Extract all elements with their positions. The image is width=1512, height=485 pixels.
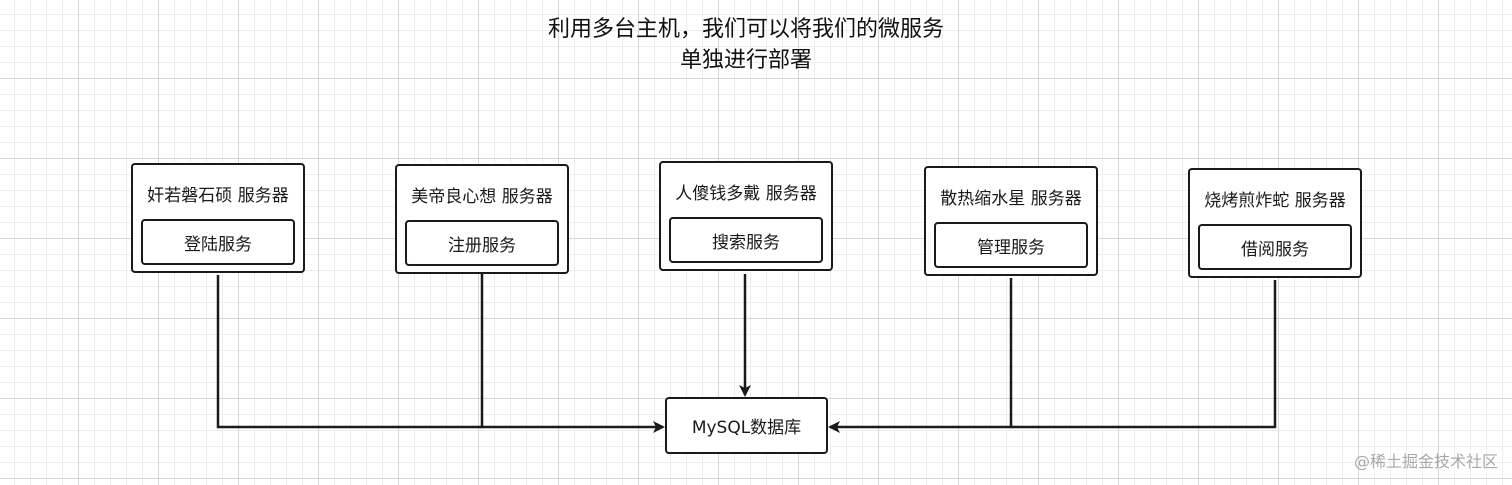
diagram-title-line-1: 利用多台主机，我们可以将我们的微服务 [547,17,944,42]
server-box-4[interactable]: 散热缩水星 服务器 管理服务 [924,166,1098,276]
diagram-title-line-2: 单独进行部署 [679,48,812,73]
watermark: @稀土掘金技术社区 [1353,452,1498,471]
service-box[interactable]: 借阅服务 [1198,224,1352,270]
server-name: 人傻钱多戴 服务器 [675,184,817,204]
database-box[interactable]: MySQL数据库 [665,397,828,454]
server-box-5[interactable]: 烧烤煎炸蛇 服务器 借阅服务 [1188,168,1362,278]
service-box[interactable]: 登陆服务 [141,219,295,265]
server-box-3[interactable]: 人傻钱多戴 服务器 搜索服务 [659,161,833,271]
server-name: 美帝良心想 服务器 [411,187,553,207]
server-name: 烧烤煎炸蛇 服务器 [1204,191,1346,211]
server-name: 散热缩水星 服务器 [940,189,1082,209]
connector-server-2 [480,271,665,433]
server-box-2[interactable]: 美帝良心想 服务器 注册服务 [395,164,569,274]
diagram-title: 利用多台主机，我们可以将我们的微服务 单独进行部署 [0,14,1492,76]
connector-server-4 [828,278,1013,433]
connector-server-5 [1011,280,1277,429]
service-box[interactable]: 搜索服务 [669,217,823,263]
service-box[interactable]: 注册服务 [405,220,559,266]
server-name: 奸若磐石硕 服务器 [147,186,289,206]
connector-server-1 [216,275,482,429]
service-box[interactable]: 管理服务 [934,222,1088,268]
server-box-1[interactable]: 奸若磐石硕 服务器 登陆服务 [131,163,305,273]
